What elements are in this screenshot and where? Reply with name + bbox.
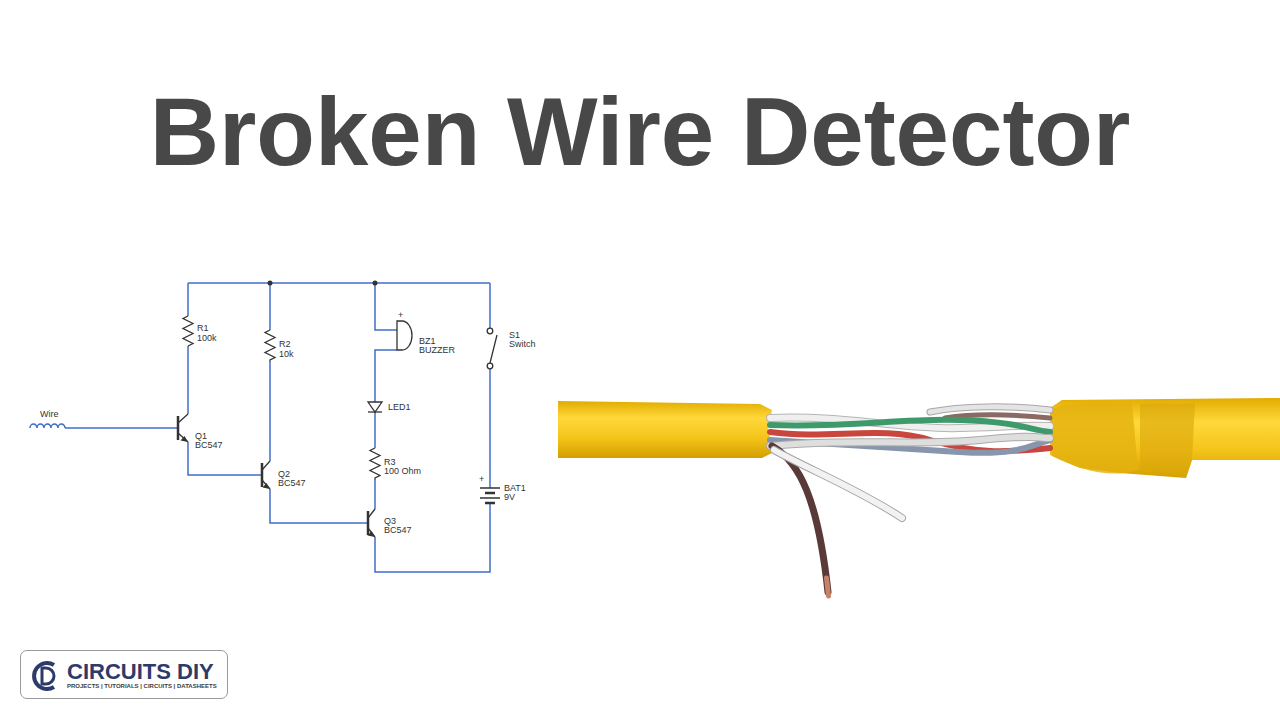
switch-symbol xyxy=(487,328,493,334)
part-value: 9V xyxy=(504,493,515,502)
wire xyxy=(269,362,271,461)
cable-tape xyxy=(1140,403,1195,478)
resistor-symbol xyxy=(183,316,193,346)
led-symbol xyxy=(368,411,382,412)
emitter-arrow xyxy=(181,436,189,442)
polarity-mark: + xyxy=(398,311,403,320)
broken-cable-picture xyxy=(558,398,1280,596)
wire xyxy=(187,346,189,414)
transistor-symbol xyxy=(368,509,375,537)
transistor-symbol xyxy=(177,416,180,440)
logo-tagline: PROJECTS | TUTORIALS | CIRCUITS | DATASH… xyxy=(67,683,219,690)
junction-dot xyxy=(373,281,378,286)
logo-icon xyxy=(34,663,54,689)
transistor-symbol xyxy=(261,463,264,487)
strand xyxy=(770,437,1050,446)
signal-label: Wire xyxy=(40,410,59,419)
part-name: S1 xyxy=(509,331,520,340)
part-value: 100 Ohm xyxy=(384,467,421,476)
junction-dot xyxy=(268,281,273,286)
resistor-symbol xyxy=(370,448,380,480)
transistor-symbol xyxy=(178,414,188,442)
wire xyxy=(375,350,397,402)
wire xyxy=(269,283,271,330)
wire-coil xyxy=(30,424,65,428)
transistor-symbol xyxy=(367,511,370,535)
switch-symbol xyxy=(490,335,497,363)
part-name: Q1 xyxy=(195,432,207,441)
part-name: Q3 xyxy=(384,517,396,526)
part-name: Q2 xyxy=(278,470,290,479)
part-name: LED1 xyxy=(388,403,411,412)
part-name: R1 xyxy=(197,324,209,333)
schematic-wires xyxy=(30,283,490,572)
part-value: BC547 xyxy=(195,441,223,450)
wire xyxy=(489,283,491,328)
logo-badge: CIRCUITS DIYPROJECTS | TUTORIALS | CIRCU… xyxy=(20,650,228,699)
wire xyxy=(188,442,262,475)
part-name: BAT1 xyxy=(504,484,526,493)
part-value: BUZZER xyxy=(419,346,455,355)
wire xyxy=(374,412,376,448)
switch-symbol xyxy=(487,363,493,369)
cable-jacket xyxy=(558,401,774,458)
strand xyxy=(930,407,1050,412)
cable-jacket xyxy=(1050,398,1280,478)
part-value: BC547 xyxy=(278,479,306,488)
copper-tip xyxy=(827,578,829,596)
strand xyxy=(770,437,1050,446)
schematic-marks xyxy=(181,281,378,538)
wire xyxy=(375,283,397,330)
emitter-arrow xyxy=(263,483,271,489)
polarity-mark: + xyxy=(479,475,484,484)
emitter-arrow xyxy=(368,531,376,537)
loose-strand xyxy=(774,450,902,518)
strand xyxy=(930,407,1050,412)
loose-strand xyxy=(774,450,902,518)
strand xyxy=(770,420,1050,432)
schematic-symbols xyxy=(178,316,500,537)
wire xyxy=(375,503,490,572)
cable-tape xyxy=(1050,402,1138,473)
transistor-symbol xyxy=(262,461,270,489)
led-symbol xyxy=(368,402,382,412)
part-name: R3 xyxy=(384,458,396,467)
wire xyxy=(270,489,368,523)
part-value: 10k xyxy=(279,350,294,359)
cable-strands xyxy=(770,407,1050,596)
logo-name: CIRCUITS DIY xyxy=(67,660,219,683)
part-value: Switch xyxy=(509,340,536,349)
title-text: Broken Wire Detector xyxy=(0,84,1280,180)
battery-symbol xyxy=(485,493,495,503)
part-name: R2 xyxy=(279,340,291,349)
logo-icon xyxy=(42,668,54,684)
part-value: 100k xyxy=(197,334,217,343)
wire xyxy=(65,427,178,429)
logo-icon xyxy=(27,657,63,693)
buzzer-symbol xyxy=(397,321,412,350)
part-value: BC547 xyxy=(384,526,412,535)
wire xyxy=(188,282,490,284)
wire xyxy=(489,369,491,488)
resistor-symbol xyxy=(265,330,275,362)
part-name: BZ1 xyxy=(419,337,436,346)
wire xyxy=(374,480,376,509)
wire xyxy=(187,283,189,316)
